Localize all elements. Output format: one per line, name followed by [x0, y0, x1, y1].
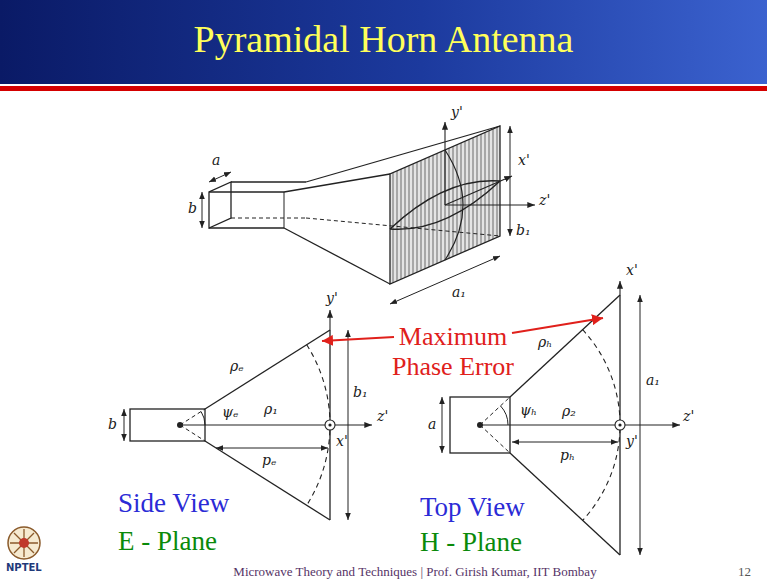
callout-arrow [322, 337, 394, 341]
dimension-label: b [108, 416, 117, 432]
dimension-label: ρₕ [538, 334, 552, 350]
dimension-line [209, 172, 231, 182]
page-number: 12 [738, 565, 751, 580]
axis-label: x' [626, 262, 638, 278]
aperture-line [329, 330, 330, 520]
waveguide-face [209, 182, 231, 228]
axis-out-symbol [328, 423, 331, 426]
horn-wall [510, 295, 620, 397]
dimension-line [348, 330, 349, 520]
axis-label: x' [336, 433, 348, 449]
callout-text: Maximum Phase Error [383, 322, 523, 382]
axis-label: z' [683, 408, 694, 424]
horn-wall [205, 330, 330, 409]
wall-extension [180, 425, 205, 441]
dimension-line [442, 397, 443, 453]
axis-label: y' [626, 433, 638, 449]
plane-name: H - Plane [420, 527, 522, 558]
horn-edge [284, 174, 390, 192]
dimension-label: a [428, 416, 436, 432]
angle-arc [501, 406, 509, 425]
callout-arrow [512, 318, 603, 333]
axis-out-symbol [615, 420, 625, 430]
wall-extension [180, 409, 205, 425]
wall-extension [480, 425, 510, 453]
angle-label: ψₑ [222, 404, 238, 420]
axis-line [619, 281, 620, 295]
dimension-line [216, 448, 328, 449]
wall-extension [480, 397, 510, 425]
axis-out-symbol [618, 423, 621, 426]
axis-label: z' [539, 192, 550, 208]
axis-line [329, 310, 330, 330]
dimension-line [510, 126, 511, 236]
waveguide-edge [209, 227, 284, 228]
dimension-label: pₕ [560, 447, 575, 463]
axis-label: y' [326, 290, 338, 306]
logo-text: NPTEL [6, 562, 42, 574]
waveguide-edge [209, 191, 284, 192]
dimension-label: ρ₁ [264, 401, 278, 417]
dimension-line [640, 295, 641, 555]
dimension-label: a [212, 152, 220, 168]
angle-arc [201, 412, 205, 425]
plane-name: E - Plane [118, 526, 217, 557]
footer-text: Microwave Theory and Techniques | Prof. … [215, 565, 615, 580]
dimension-label: ρ₂ [562, 403, 576, 419]
logo-mark [19, 538, 29, 548]
dimension-line [390, 256, 500, 304]
axis-line [480, 424, 680, 425]
dimension-label: b₁ [353, 384, 368, 400]
horn-edge [284, 228, 390, 284]
aperture-line [619, 295, 620, 555]
dimension-label: a₁ [646, 372, 660, 388]
waveguide-edge-hidden [231, 218, 306, 219]
axis-line [445, 176, 512, 205]
dimension-line [124, 409, 125, 441]
dimension-line [512, 442, 618, 443]
horn-wall [510, 453, 620, 555]
horn-edge [306, 126, 500, 182]
slide-title: Pyramidal Horn Antenna [0, 18, 767, 62]
throat-edge [284, 192, 285, 228]
axis-label: y' [451, 104, 463, 120]
axis-label: z' [377, 408, 388, 424]
axis-out-symbol [325, 420, 335, 430]
angle-label: ψₕ [520, 402, 537, 418]
view-title: Top View [420, 492, 525, 523]
logo-mark [10, 529, 38, 557]
dimension-label: b₁ [516, 222, 531, 238]
dimension-line [202, 192, 203, 228]
axis-line [180, 424, 372, 425]
dimension-label: b [188, 200, 197, 216]
axis-line [444, 122, 445, 205]
axis-line [445, 204, 535, 205]
waveguide-edge [231, 181, 306, 182]
dimension-label: ρₑ [230, 358, 244, 374]
dimension-label: pₑ [262, 452, 276, 468]
title-rule [0, 86, 767, 91]
horn-edge-hidden [306, 218, 500, 236]
logo-mark [8, 527, 40, 559]
axis-label: x' [518, 152, 530, 168]
dimension-label: a₁ [452, 284, 466, 300]
view-title: Side View [118, 488, 229, 519]
